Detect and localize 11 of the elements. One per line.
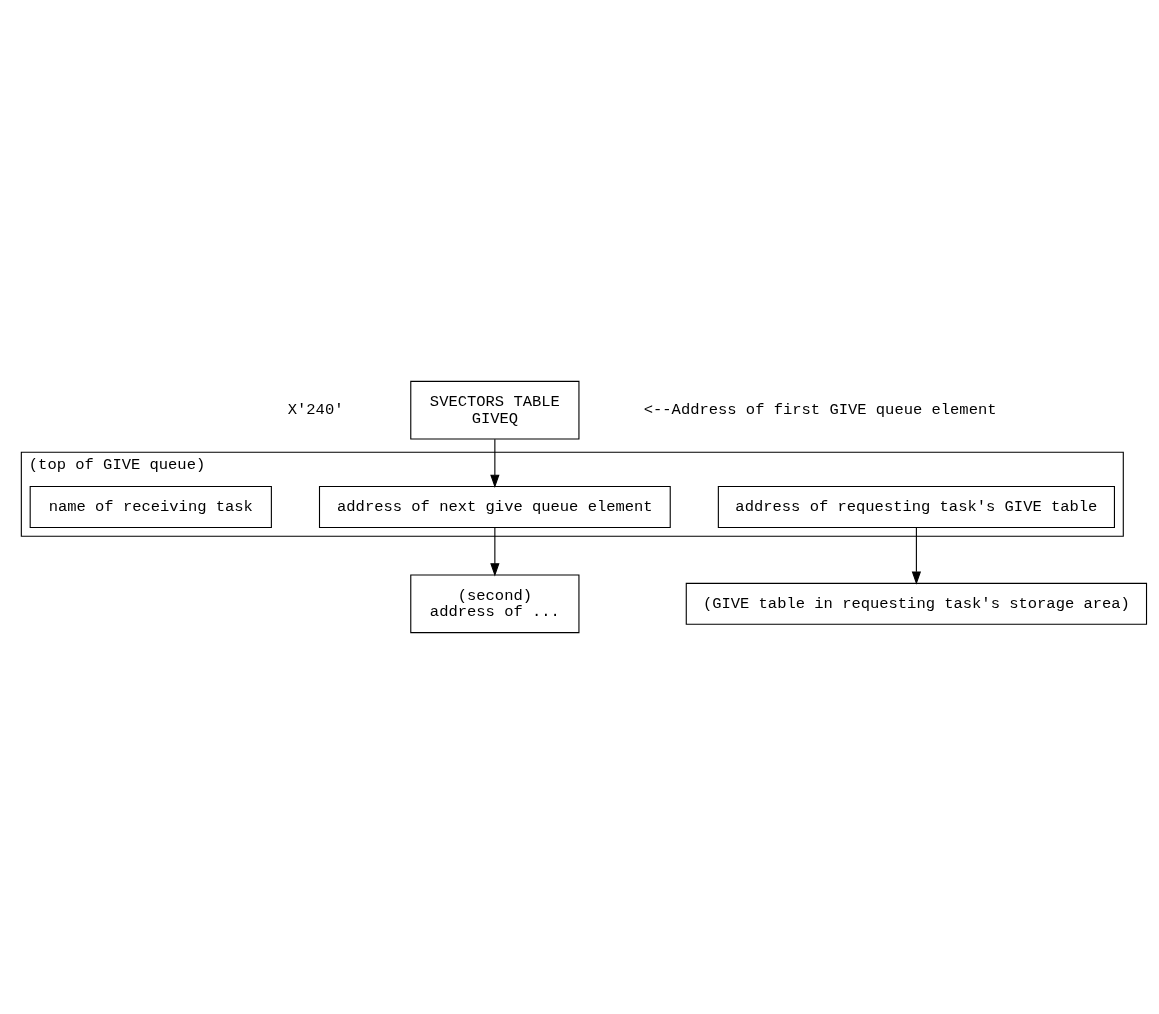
node-box: name of receiving task [29,485,272,529]
node-box: address of requesting task's GIVE table [717,485,1115,529]
node-box: address of next give queue element [318,485,671,529]
arrow [911,527,922,585]
label: <--Address of first GIVE queue element [643,401,997,420]
node-box: (second) address of ... [410,574,580,634]
node-box: (GIVE table in requesting task's storage area) [685,582,1148,625]
arrow [490,438,500,488]
label: X'240' [287,401,344,420]
arrow [490,527,500,577]
node-box: SVECTORS TABLE GIVEQ [410,380,580,440]
